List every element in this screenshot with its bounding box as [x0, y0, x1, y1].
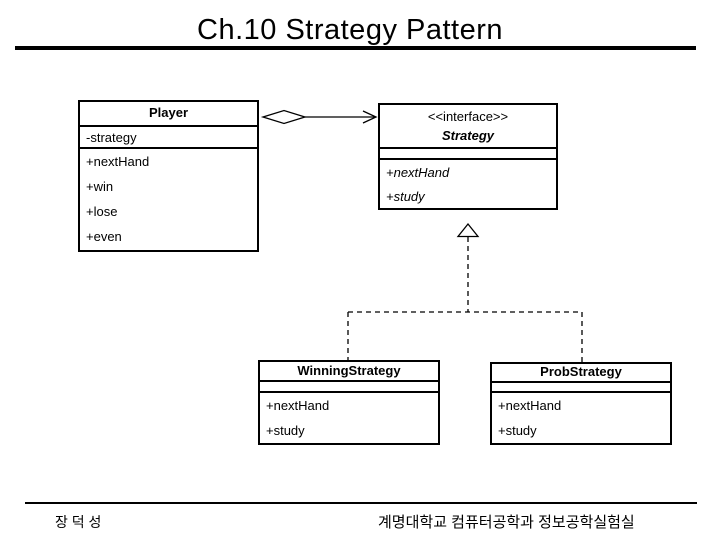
title-underline [15, 46, 696, 50]
attribute: -strategy [86, 129, 137, 145]
class-name: WinningStrategy [297, 362, 401, 378]
method: +even [86, 229, 122, 244]
aggregation-diamond-icon [260, 109, 308, 125]
method: +study [386, 188, 425, 204]
footer-divider [25, 502, 697, 504]
uml-class-player-attributes: -strategy [80, 127, 257, 149]
uml-class-player-methods: +nextHand +win +lose +even [80, 149, 257, 249]
uml-class-prob-strategy-attributes [492, 383, 670, 393]
method: +nextHand [498, 398, 562, 413]
class-name: Player [148, 105, 189, 121]
uml-class-winning-strategy: WinningStrategy +nextHand +study [258, 360, 440, 445]
footer-author: 장 덕 성 [55, 514, 102, 530]
realization-triangle-icon [456, 222, 480, 238]
stereotype: <<interface>> [427, 108, 509, 124]
method: +study [266, 423, 305, 438]
uml-class-prob-strategy: ProbStrategy +nextHand +study [490, 362, 672, 445]
page-title: Ch.10 Strategy Pattern [197, 14, 503, 46]
uml-class-winning-strategy-header: WinningStrategy [260, 362, 438, 382]
uml-class-strategy-methods: +nextHand +study [380, 160, 556, 208]
method: +nextHand [266, 398, 330, 413]
uml-class-winning-strategy-methods: +nextHand +study [260, 393, 438, 443]
uml-class-strategy-header: <<interface>> Strategy [380, 105, 556, 150]
open-arrowhead-icon [362, 110, 378, 124]
class-name: Strategy [441, 128, 495, 144]
uml-class-winning-strategy-attributes [260, 382, 438, 393]
method: +nextHand [386, 164, 450, 180]
uml-class-prob-strategy-header: ProbStrategy [492, 364, 670, 383]
uml-class-strategy-attributes [380, 149, 556, 160]
uml-class-prob-strategy-methods: +nextHand +study [492, 393, 670, 443]
method: +win [86, 179, 114, 194]
method: +lose [86, 204, 118, 219]
method: +nextHand [86, 154, 150, 169]
uml-class-player-header: Player [80, 102, 257, 127]
uml-class-strategy: <<interface>> Strategy +nextHand +study [378, 103, 558, 210]
class-name: ProbStrategy [540, 364, 622, 380]
footer-affiliation: 계명대학교 컴퓨터공학과 정보공학실험실 [378, 514, 635, 531]
uml-class-player: Player -strategy +nextHand +win +lose +e… [78, 100, 259, 252]
method: +study [498, 423, 537, 438]
